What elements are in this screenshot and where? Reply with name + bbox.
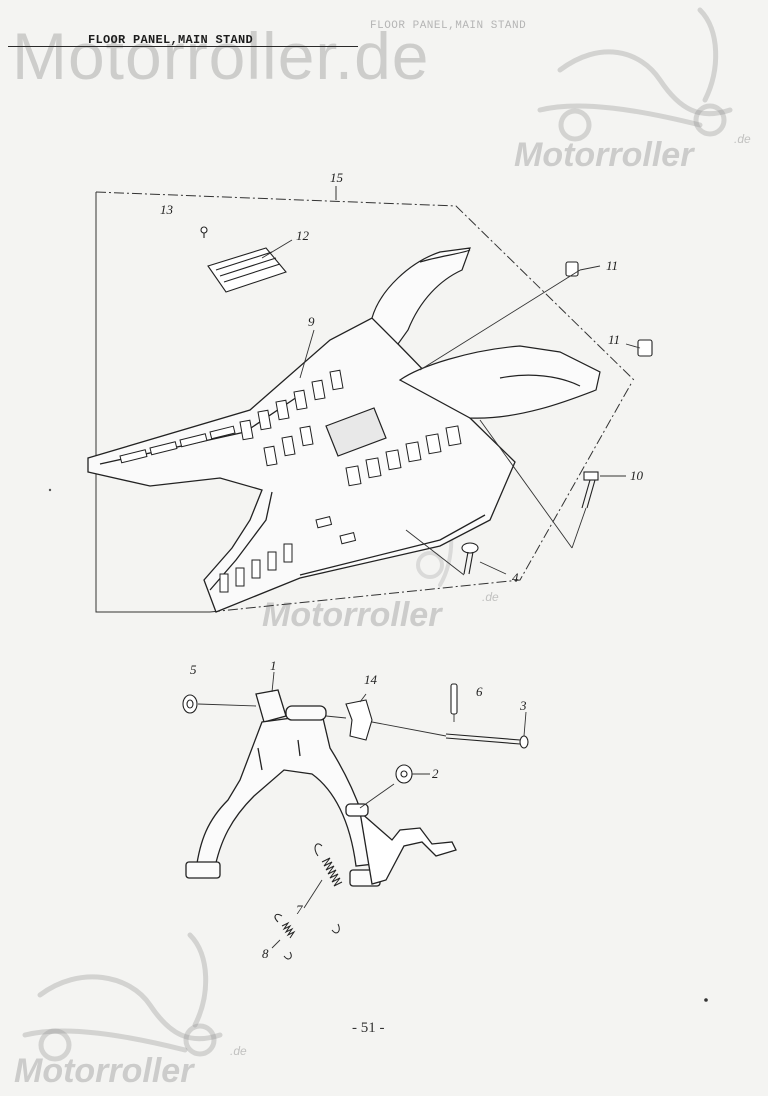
scan-speck <box>704 998 708 1002</box>
pin-part-6 <box>450 683 458 715</box>
watermark-bottom-left: Motorroller <box>14 1052 194 1090</box>
bolt-part-4 <box>461 542 479 575</box>
small-screw-part-13 <box>200 226 208 238</box>
ghost-header-title: FLOOR PANEL,MAIN STAND <box>370 20 527 32</box>
watermark-scooter-logo-bottom <box>22 932 223 1062</box>
watermark-header: Motorroller.de <box>12 19 430 93</box>
assembly-frame-15-top <box>95 191 637 383</box>
clip-part-11-lower <box>637 339 653 357</box>
watermark-scooter-logo-top <box>537 7 733 142</box>
callout-12: 12 <box>296 228 310 243</box>
callout-15: 15 <box>330 170 344 185</box>
watermark-top-right-tld: .de <box>734 132 751 146</box>
callout-8: 8 <box>262 946 269 961</box>
spring-part-7 <box>314 843 343 934</box>
callout-11-lower: 11 <box>608 332 620 347</box>
callout-7: 7 <box>296 902 303 917</box>
watermark-bottom-left-tld: .de <box>230 1044 247 1058</box>
callout-1: 1 <box>270 658 277 673</box>
assembly-frame-15 <box>95 192 210 613</box>
floor-panel-opening <box>325 407 387 457</box>
rubber-mat-part <box>207 247 287 293</box>
kick-lever-part <box>345 803 457 885</box>
floor-panel-rear-wings <box>371 247 601 419</box>
callout-13: 13 <box>160 202 174 217</box>
leader-lines-lower <box>197 671 527 949</box>
page-title: FLOOR PANEL,MAIN STAND <box>88 33 254 47</box>
callout-9: 9 <box>308 314 315 329</box>
callout-11-upper: 11 <box>606 258 618 273</box>
shaft-part-3 <box>445 733 529 749</box>
page-number: - 51 - <box>352 1020 385 1036</box>
watermark-top-right: Motorroller <box>514 136 694 174</box>
callout-14: 14 <box>364 672 378 687</box>
callout-2: 2 <box>432 766 439 781</box>
header-rule <box>8 46 358 47</box>
callout-5: 5 <box>190 662 197 677</box>
watermark-center-tld: .de <box>482 590 499 604</box>
leader-lines-upper <box>261 239 641 576</box>
clip-part-11-upper <box>565 261 579 277</box>
stopper-part-2 <box>395 764 413 784</box>
scan-speck <box>48 488 52 492</box>
main-stand-part <box>185 689 381 887</box>
spring-part-8 <box>274 913 296 960</box>
floor-panel-ribs <box>119 369 462 593</box>
callout-3: 3 <box>519 698 527 713</box>
callout-4: 4 <box>512 570 519 585</box>
watermark-center: Motorroller <box>262 596 442 634</box>
callout-6: 6 <box>476 684 483 699</box>
callout-10: 10 <box>630 468 644 483</box>
collar-part-5 <box>182 694 198 714</box>
bolt-part-10 <box>581 471 599 509</box>
assembly-frame-15-bottom <box>209 381 633 613</box>
bracket-part-14 <box>345 699 373 741</box>
